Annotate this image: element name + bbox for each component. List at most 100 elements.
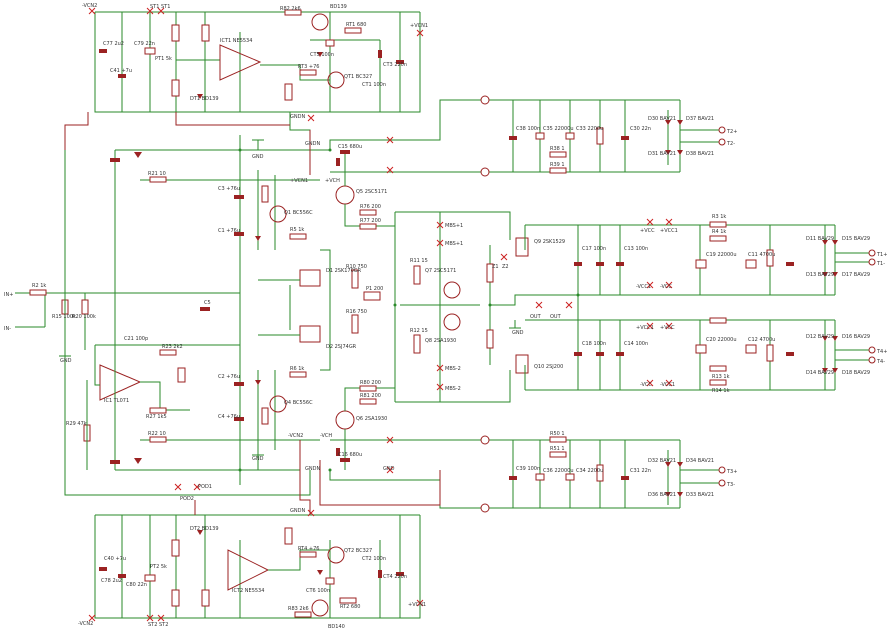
label-c16: C16 680u	[338, 452, 362, 458]
label-c13: C13 100n	[624, 246, 648, 252]
label-c12: C12 4700u	[748, 337, 775, 343]
net-t2-pos: T2+	[726, 129, 737, 135]
label-c36: C36 22000u	[543, 468, 574, 474]
net-vcn1-top: +VCN1	[410, 23, 428, 29]
label-c79: C79 22n	[134, 41, 155, 47]
label-c21: C21 100p	[124, 336, 148, 342]
label-c35: C35 22000u	[543, 126, 574, 132]
net-vcn2-bot: -VCN2	[78, 621, 93, 627]
label-c31: C31 22n	[630, 468, 651, 474]
label-ct3: CT3 220n	[383, 62, 407, 68]
net-t3-pos: T3+	[726, 469, 737, 475]
label-r29: R29 47k	[66, 421, 87, 427]
net-vcc1-neg: -VCC1	[636, 284, 651, 290]
net-vcc-pos-r: +VCC	[660, 325, 675, 331]
label-c39: C39 100n	[516, 466, 540, 472]
label-bd-bot: BD140	[328, 624, 345, 630]
label-rt3: RT3 +76	[298, 64, 320, 70]
label-r23: R23 2k2	[162, 344, 183, 350]
net-out1: OUT	[530, 314, 542, 320]
net-labels: -VCN2 +VCN1 GNDN GNDN +VCN1 +VCH -VCN2 -…	[4, 3, 887, 627]
net-pod1: POD1	[198, 484, 212, 490]
net-vcc-pos1: +VCC	[640, 228, 655, 234]
label-d38: D38 BAV21	[686, 151, 714, 157]
net-vcc-neg1: -VCC	[660, 284, 672, 290]
label-r4: R4 1k	[712, 229, 726, 235]
label-ct6: CT6 100n	[306, 588, 330, 594]
label-r15: R15 100k	[52, 314, 76, 320]
label-d31: D31 BAV21	[648, 151, 676, 157]
label-c20: C20 22000u	[706, 337, 737, 343]
label-q5: Q5 2SC5171	[356, 189, 387, 195]
label-rt1: RT1 680	[346, 22, 366, 28]
label-d2: D2 2SJ74GR	[326, 344, 357, 350]
label-d13: D13 BAV29	[806, 272, 834, 278]
label-r16: R16 750	[346, 309, 367, 315]
output-stage	[395, 211, 876, 403]
input-stage	[15, 150, 311, 496]
label-d11: D11 BAV29	[806, 236, 834, 242]
label-c2: C2 +76u	[218, 374, 240, 380]
label-r10: R10 750	[346, 264, 367, 270]
net-vcc1-neg-r: -VCC1	[660, 382, 675, 388]
net-pod2: POD2	[180, 496, 194, 502]
net-gndn-top2: GNDN	[305, 141, 320, 147]
label-c41: C41 +7u	[110, 68, 132, 74]
net-vch-pos: +VCH	[325, 178, 340, 184]
label-rt2: RT2 680	[340, 604, 360, 610]
label-r13: R13 1k	[712, 374, 730, 380]
label-q8: Q8 2SA1930	[425, 338, 456, 344]
label-d32: D32 BAV21	[648, 458, 676, 464]
label-d1: D1 2SK170GR	[326, 268, 362, 274]
label-q7: Q7 2SC5171	[425, 268, 456, 274]
label-r77: R77 200	[360, 218, 381, 224]
net-gndn-bot1: GNDN	[290, 508, 305, 514]
label-dt2: DT2 BD139	[190, 526, 219, 532]
label-q4: Q4 BC556C	[284, 400, 313, 406]
net-mbs3: MBS-2	[445, 366, 461, 372]
label-pt1: PT1 5k	[155, 56, 172, 62]
label-d12: D12 BAV29	[806, 334, 834, 340]
label-r12: R12 15	[410, 328, 428, 334]
label-c33: C33 2200u	[576, 126, 603, 132]
label-dt1: DT1 BD139	[190, 96, 219, 102]
label-ct1: CT1 100n	[362, 82, 386, 88]
label-q9: Q9 2SK1529	[534, 239, 565, 245]
top-regulator-block	[88, 7, 424, 122]
net-in-neg: IN-	[4, 326, 11, 332]
label-c15: C15 680u	[338, 144, 362, 150]
net-gnd3: GND	[252, 456, 264, 462]
label-c18: C18 100n	[582, 341, 606, 347]
label-r2: R2 1k	[32, 283, 46, 289]
label-qt1: QT1 BC327	[344, 74, 372, 80]
net-out2: OUT	[550, 314, 562, 320]
label-c3: C3 +76u	[218, 186, 240, 192]
label-r6: R6 1k	[290, 366, 304, 372]
label-r38: R38 1	[550, 146, 565, 152]
net-gndn-mid: GNDN	[305, 466, 320, 472]
net-in-pos: IN+	[4, 292, 13, 298]
label-c14: C14 100n	[624, 341, 648, 347]
net-mbs4: MBS-2	[445, 386, 461, 392]
part-labels: IC1 TL071 ICT1 NE5534 ICT2 NE5534 Q1 BC5…	[104, 4, 565, 630]
label-r5: R5 1k	[290, 227, 304, 233]
label-d14: D14 BAV29	[806, 370, 834, 376]
net-t3-neg: T3-	[726, 482, 735, 488]
net-vcc-neg-r: -VCC	[640, 382, 652, 388]
label-r50: R50 1	[550, 431, 565, 437]
label-pt2: PT2 5k	[150, 564, 167, 570]
ground-wiring	[59, 112, 580, 515]
label-c80: C80 22n	[126, 582, 147, 588]
label-ict2: ICT2 NE5534	[232, 588, 264, 594]
label-r3: R3 1k	[712, 214, 726, 220]
label-q10: Q10 2SJ200	[534, 364, 563, 370]
label-q6: Q6 2SA1930	[356, 416, 387, 422]
label-d34: D34 BAV21	[686, 458, 714, 464]
bottom-regulator-block	[88, 509, 424, 622]
label-st2: ST2 ST2	[148, 622, 168, 628]
net-t1-pos: T1+	[876, 252, 887, 258]
net-gndn-top1: GNDN	[290, 114, 305, 120]
net-gnd5: GND	[383, 466, 395, 472]
label-c11: C11 4700u	[748, 252, 775, 258]
net-vch-neg: -VCH	[320, 433, 332, 439]
